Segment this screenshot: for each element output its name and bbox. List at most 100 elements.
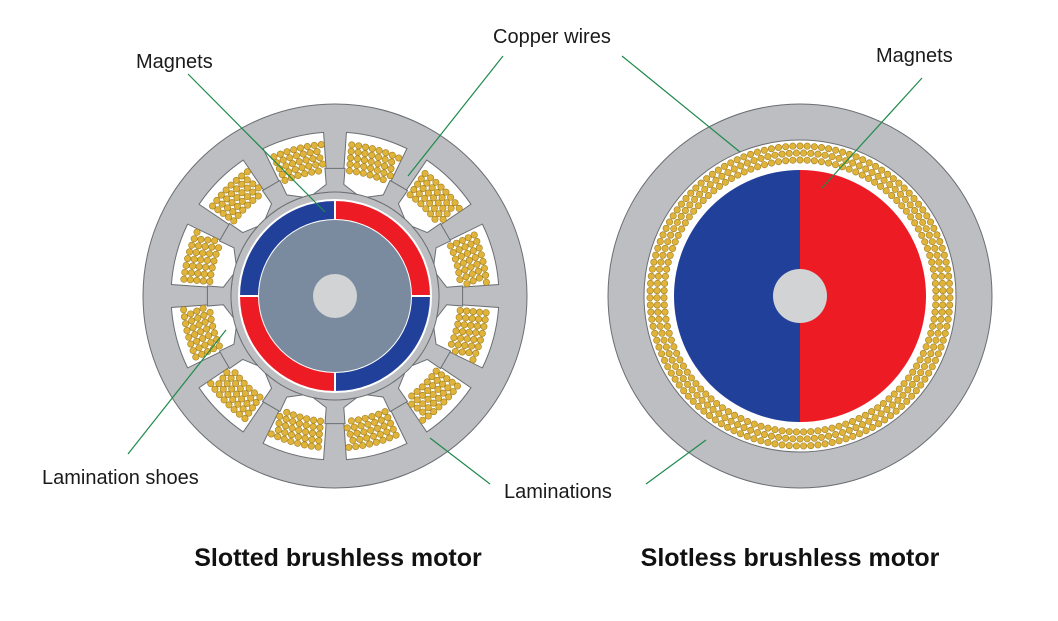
copper-wire	[658, 329, 666, 337]
copper-wire	[439, 389, 447, 397]
label-laminations: Laminations	[504, 481, 612, 503]
slotless-copper-winding	[646, 142, 954, 450]
copper-wire	[737, 162, 745, 170]
copper-wire	[757, 422, 765, 430]
copper-wire	[367, 164, 375, 172]
copper-wire	[412, 195, 420, 203]
copper-wire	[785, 428, 793, 436]
copper-wire	[771, 440, 779, 448]
copper-wire	[180, 313, 188, 321]
copper-wire	[361, 150, 369, 158]
copper-wire	[661, 272, 669, 280]
copper-wire	[290, 146, 298, 154]
copper-wire	[667, 231, 675, 239]
copper-wire	[753, 148, 761, 156]
copper-wire	[205, 250, 213, 258]
leader-magnets-left	[187, 73, 326, 213]
copper-wire	[703, 175, 711, 183]
copper-wire	[419, 391, 427, 399]
copper-wire	[859, 421, 867, 429]
copper-wire	[676, 356, 684, 364]
copper-wire	[946, 301, 954, 309]
lamination-shoe	[261, 179, 304, 220]
copper-wire	[754, 429, 762, 437]
copper-wire	[222, 186, 230, 194]
copper-wire	[427, 210, 435, 218]
copper-wire	[209, 202, 217, 210]
copper-wire	[296, 144, 304, 152]
copper-wire	[800, 428, 808, 436]
copper-wire	[663, 322, 671, 330]
copper-wire	[838, 429, 846, 437]
copper-wire	[187, 340, 195, 348]
copper-wire	[868, 168, 876, 176]
copper-wire	[182, 261, 190, 269]
copper-wire	[715, 410, 723, 418]
copper-wire	[821, 151, 829, 159]
copper-wire	[373, 166, 381, 174]
copper-wire	[899, 391, 907, 399]
copper-wire	[238, 172, 246, 180]
copper-wire	[875, 420, 883, 428]
copper-wire	[188, 317, 196, 325]
copper-wire	[874, 172, 882, 180]
copper-wire	[252, 398, 260, 406]
copper-wire	[935, 258, 943, 266]
slotted-rotor-magnets	[237, 198, 433, 394]
copper-wire	[360, 428, 368, 436]
copper-wire	[718, 404, 726, 412]
copper-wire	[814, 427, 822, 435]
copper-wire	[467, 321, 475, 329]
copper-wire	[195, 344, 203, 352]
copper-wire	[712, 176, 720, 184]
copper-wire	[418, 383, 426, 391]
copper-wire	[771, 151, 779, 159]
copper-wire	[865, 159, 873, 167]
copper-wire	[392, 431, 400, 439]
copper-wire	[654, 308, 662, 316]
copper-wire	[243, 176, 251, 184]
copper-wire	[306, 149, 314, 157]
copper-wire	[743, 432, 751, 440]
copper-wire	[347, 154, 355, 162]
copper-wire	[855, 162, 863, 170]
copper-wire	[818, 144, 826, 152]
copper-wire	[370, 432, 378, 440]
copper-wire	[800, 442, 808, 450]
copper-wire	[417, 200, 425, 208]
copper-wire	[374, 160, 382, 168]
copper-wire	[908, 392, 916, 400]
copper-wire	[737, 415, 745, 423]
copper-wire	[724, 408, 732, 416]
copper-wire	[451, 255, 459, 263]
copper-wire	[696, 190, 704, 198]
copper-wire	[653, 287, 661, 295]
copper-wire	[480, 323, 488, 331]
copper-wire	[308, 168, 316, 176]
leader-copper-wires-right	[621, 55, 741, 153]
copper-wire	[289, 418, 297, 426]
copper-wire	[792, 149, 800, 157]
copper-wire	[186, 276, 194, 284]
copper-wire	[913, 362, 921, 370]
copper-wire	[680, 387, 688, 395]
copper-wire	[419, 416, 427, 424]
lamination-shoe	[206, 274, 234, 318]
copper-wire	[865, 417, 873, 425]
copper-wire	[274, 426, 282, 434]
copper-wire	[792, 428, 800, 436]
copper-wire	[424, 404, 432, 412]
copper-wire	[289, 160, 297, 168]
copper-wire	[295, 158, 303, 166]
copper-wire	[838, 163, 846, 171]
copper-wire	[943, 322, 951, 330]
lamination-shoe	[366, 179, 409, 220]
copper-wire	[902, 207, 910, 215]
copper-wire	[413, 404, 421, 412]
copper-wire	[724, 423, 732, 431]
copper-wire	[675, 381, 683, 389]
copper-wire	[687, 374, 695, 382]
copper-wire-bundles	[180, 141, 490, 451]
copper-wire	[455, 313, 463, 321]
copper-wire	[212, 250, 220, 258]
